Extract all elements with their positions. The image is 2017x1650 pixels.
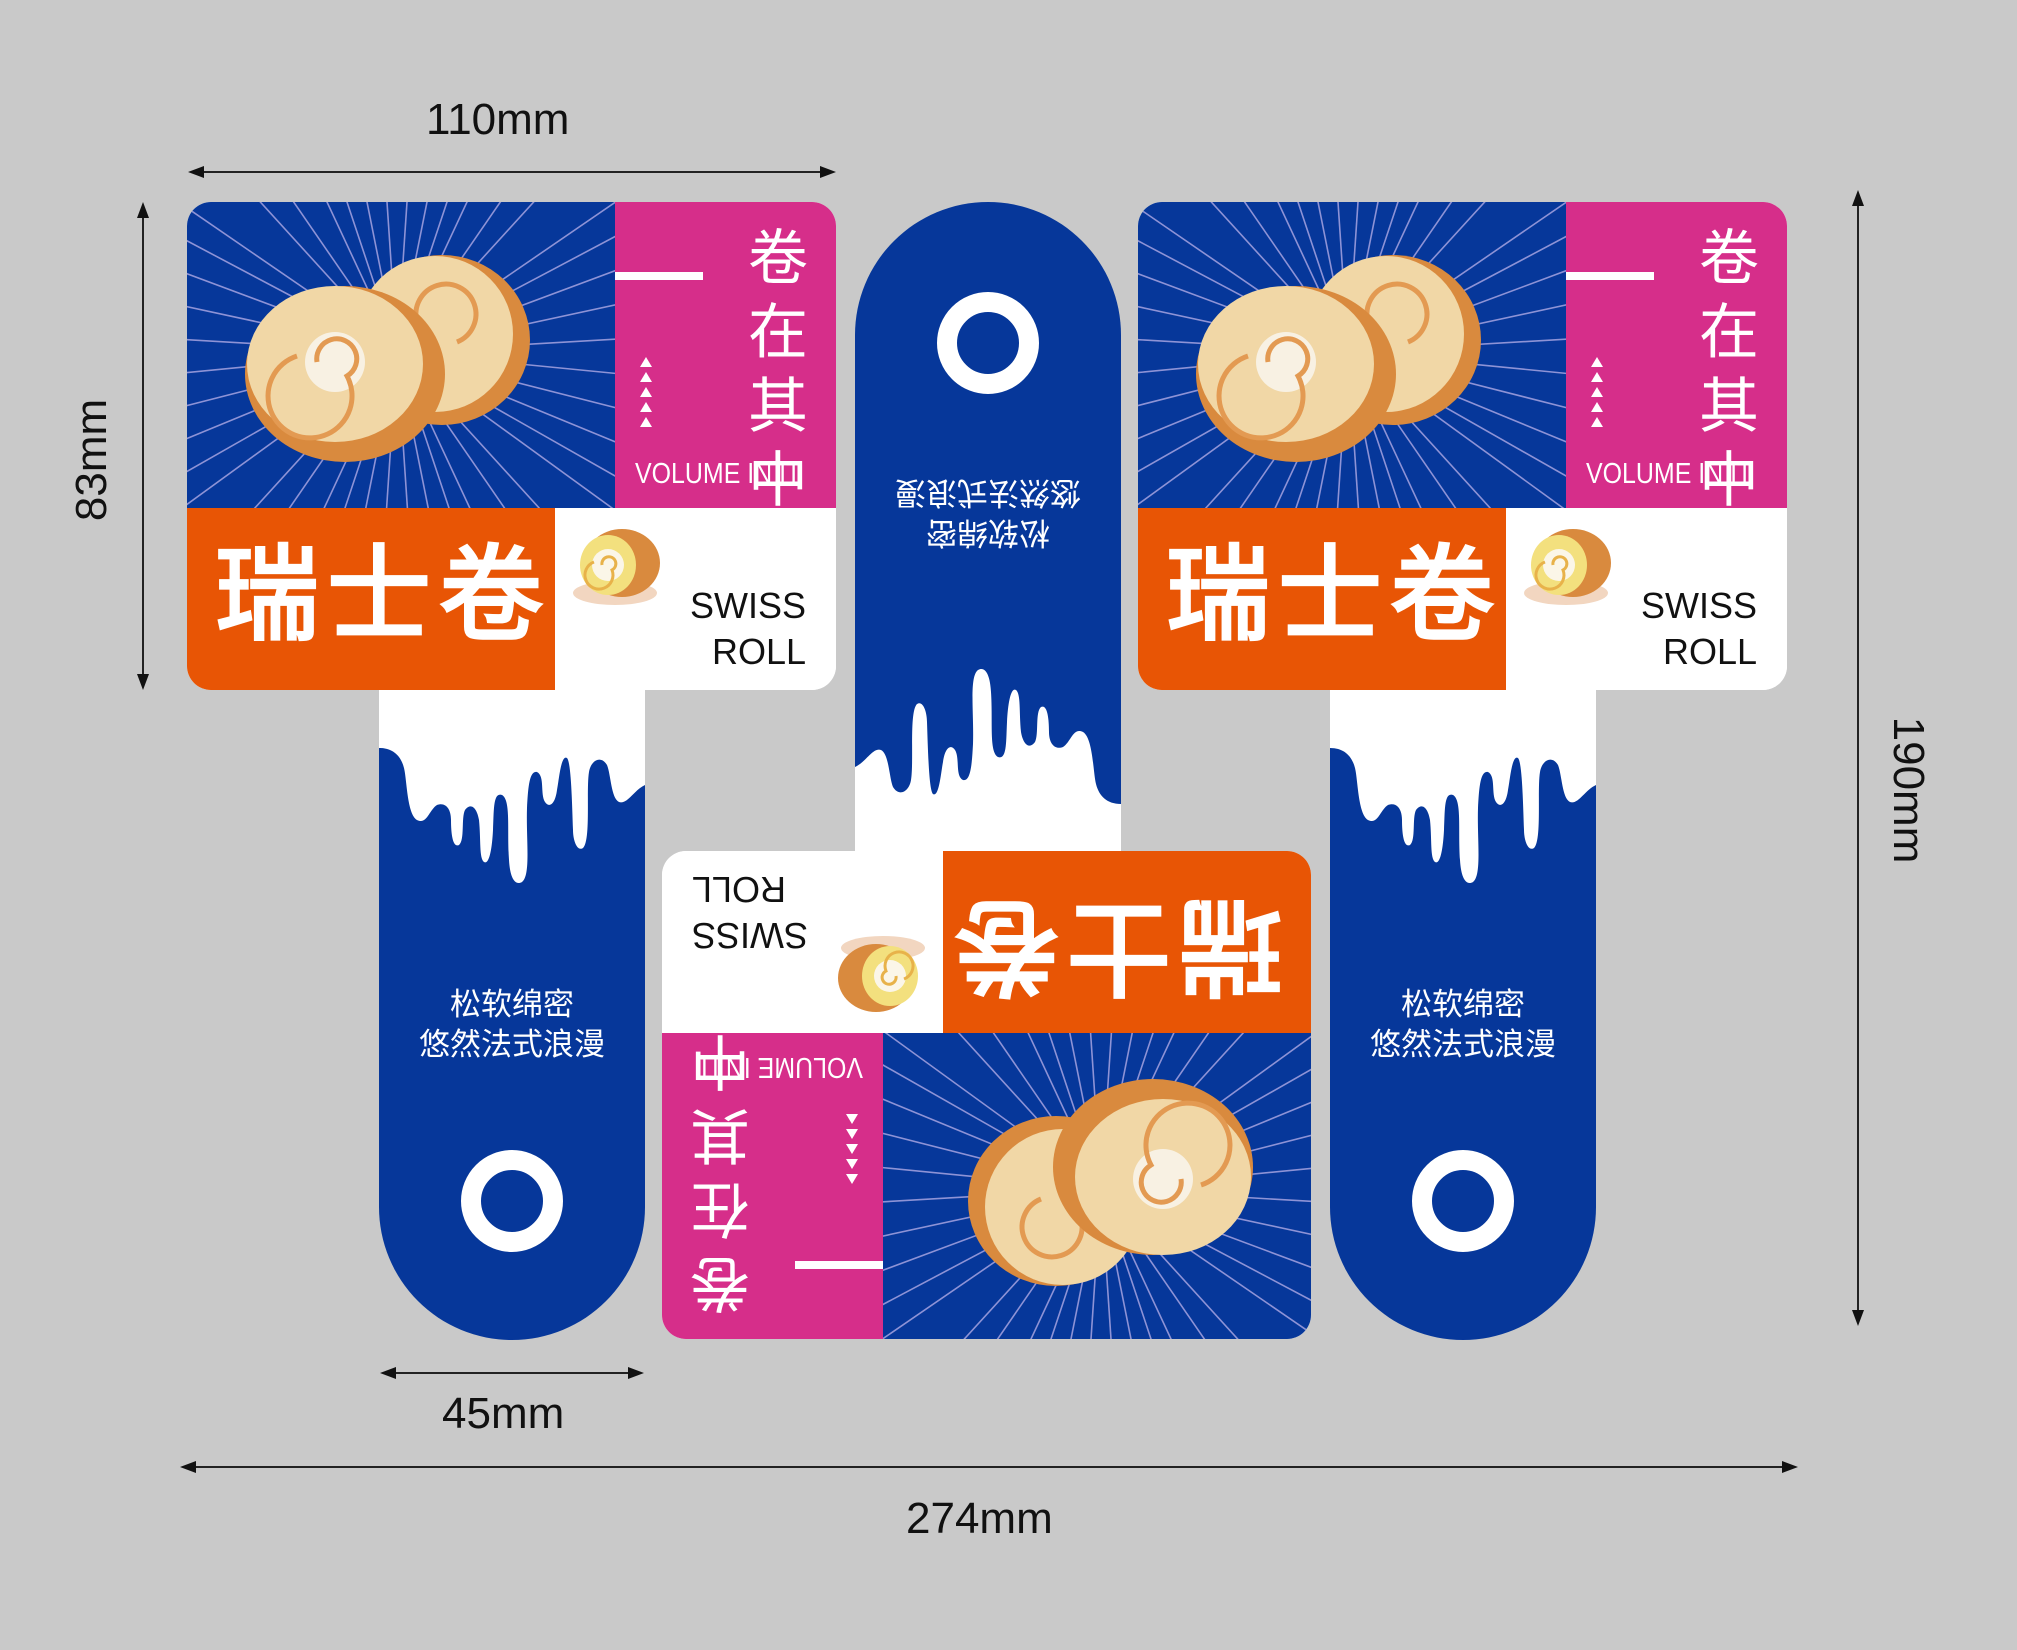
title-block: 瑞士卷	[1138, 508, 1506, 690]
swiss-roll-thumbnail-icon	[1524, 529, 1611, 605]
arrow-right-icon	[1782, 1461, 1798, 1473]
slogan-en: VOLUME IN IT	[696, 1051, 863, 1083]
product-title-cn: 瑞士卷	[215, 534, 552, 656]
tagline-line-2: 悠然法式浪漫	[1370, 1027, 1556, 1063]
triangle-up-icon	[1591, 402, 1603, 412]
arrow-left-icon	[188, 166, 204, 178]
slogan-block: 卷 在 其 中 VOLUME IN IT	[662, 1025, 883, 1339]
product-name-en: SWISS ROLL	[692, 869, 809, 956]
slogan-cn-vertical: 卷 在 其 中	[1699, 224, 1759, 516]
product-title-cn: 瑞士卷	[1166, 534, 1503, 656]
slogan-block: 卷 在 其 中 VOLUME IN IT	[1566, 202, 1787, 516]
tab-tagline: 松软绵密 悠然法式浪漫	[379, 985, 645, 1065]
product-name-en: SWISS ROLL	[1640, 585, 1757, 672]
hang-hole-ring-icon	[937, 292, 1039, 394]
dim-height-panel-label: 83mm	[67, 398, 116, 522]
triangle-up-icon	[846, 1174, 858, 1184]
product-name-en: SWISS ROLL	[689, 585, 806, 672]
dash-decoration	[795, 1261, 883, 1269]
front-panel-left: 卷 在 其 中 VOLUME IN IT 瑞士卷 SWISS ROLL	[187, 202, 836, 690]
front-panel-bottom-inverted: 卷 在 其 中 VOLUME IN IT 瑞士卷 SWISS ROLL	[662, 851, 1311, 1339]
sunburst-background	[187, 202, 615, 508]
title-block: 瑞士卷	[187, 508, 555, 690]
tagline-line-2: 悠然法式浪漫	[895, 474, 1081, 510]
triangle-up-icons	[1591, 357, 1607, 432]
triangle-up-icons	[842, 1109, 858, 1184]
dim-height-panel-line	[142, 210, 144, 682]
cream-drip-decoration	[855, 668, 1121, 862]
dim-width-top-label: 110mm	[426, 95, 570, 144]
swiss-roll-slices-illustration	[245, 255, 530, 462]
arrow-right-icon	[820, 166, 836, 178]
hang-hole-ring-icon	[461, 1150, 563, 1252]
swiss-roll-slices-illustration	[968, 1079, 1253, 1286]
arrow-up-icon	[137, 202, 149, 218]
triangle-up-icon	[640, 357, 652, 367]
tagline-line-1: 松软绵密	[450, 987, 574, 1023]
swiss-roll-thumbnail-icon	[838, 936, 925, 1012]
tagline-line-1: 松软绵密	[1401, 987, 1525, 1023]
triangle-up-icon	[640, 417, 652, 427]
triangle-up-icon	[846, 1159, 858, 1169]
cream-drip-decoration	[1330, 690, 1596, 884]
left-tab: 松软绵密 悠然法式浪漫	[379, 690, 645, 1340]
arrow-up-icon	[1852, 190, 1864, 206]
dim-width-total-line	[190, 1466, 1790, 1468]
triangle-up-icons	[640, 357, 656, 432]
slogan-en: VOLUME IN IT	[1586, 458, 1753, 490]
tab-tagline: 松软绵密 悠然法式浪漫	[1330, 985, 1596, 1065]
dim-tab-width-label: 45mm	[442, 1389, 565, 1438]
triangle-up-icon	[846, 1144, 858, 1154]
triangle-up-icon	[640, 372, 652, 382]
triangle-up-icon	[1591, 417, 1603, 427]
cream-drip-decoration	[379, 690, 645, 884]
triangle-up-icon	[640, 387, 652, 397]
name-block: SWISS ROLL	[662, 851, 943, 1033]
title-block: 瑞士卷	[943, 851, 1311, 1033]
slogan-en: VOLUME IN IT	[635, 458, 802, 490]
dim-height-total-label: 190mm	[1884, 716, 1933, 864]
triangle-up-icon	[1591, 357, 1603, 367]
arrow-down-icon	[1852, 1310, 1864, 1326]
dim-height-total-line	[1857, 198, 1859, 1318]
swiss-roll-thumbnail-icon	[573, 529, 660, 605]
tab-tagline-inverted: 松软绵密 悠然法式浪漫	[855, 472, 1121, 552]
tagline-line-2: 悠然法式浪漫	[419, 1027, 605, 1063]
arrow-left-icon	[180, 1461, 196, 1473]
hang-hole-ring-icon	[1412, 1150, 1514, 1252]
sunburst-background	[1138, 202, 1566, 508]
dim-tab-width-line	[390, 1372, 634, 1374]
right-tab: 松软绵密 悠然法式浪漫	[1330, 690, 1596, 1340]
dash-decoration	[615, 272, 703, 280]
arrow-down-icon	[137, 674, 149, 690]
triangle-up-icon	[1591, 387, 1603, 397]
slogan-block: 卷 在 其 中 VOLUME IN IT	[615, 202, 836, 516]
front-panel-right: 卷 在 其 中 VOLUME IN IT 瑞士卷 SWISS ROLL	[1138, 202, 1787, 690]
name-block: SWISS ROLL	[1506, 508, 1787, 690]
dash-decoration	[1566, 272, 1654, 280]
dim-width-top-line	[196, 171, 828, 173]
arrow-left-icon	[380, 1367, 396, 1379]
slogan-cn-vertical: 卷 在 其 中	[748, 224, 808, 516]
product-title-cn: 瑞士卷	[946, 885, 1283, 1007]
triangle-up-icon	[846, 1114, 858, 1124]
name-block: SWISS ROLL	[555, 508, 836, 690]
dim-width-total-label: 274mm	[906, 1494, 1053, 1543]
arrow-right-icon	[628, 1367, 644, 1379]
triangle-up-icon	[640, 402, 652, 412]
triangle-up-icon	[846, 1129, 858, 1139]
center-tab: 松软绵密 悠然法式浪漫	[855, 202, 1121, 862]
tagline-line-1: 松软绵密	[926, 514, 1050, 550]
swiss-roll-slices-illustration	[1196, 255, 1481, 462]
triangle-up-icon	[1591, 372, 1603, 382]
sunburst-background	[883, 1033, 1311, 1339]
